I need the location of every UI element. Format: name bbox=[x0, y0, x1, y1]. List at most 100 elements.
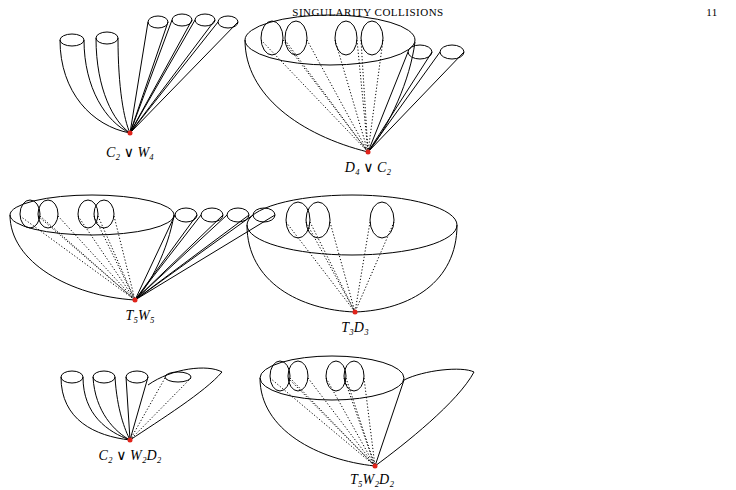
outline bbox=[118, 38, 130, 133]
outline bbox=[375, 369, 474, 466]
outline bbox=[260, 378, 375, 466]
caption: T₅W₂D₂ bbox=[350, 472, 394, 487]
boundary-ellipse bbox=[245, 15, 415, 65]
boundary-ellipse bbox=[96, 32, 118, 44]
dotted-line bbox=[330, 222, 355, 312]
dotted-line bbox=[114, 216, 135, 300]
boundary-ellipse bbox=[247, 195, 457, 255]
outline bbox=[115, 377, 130, 440]
boundary-ellipse bbox=[306, 202, 330, 238]
dotted-line bbox=[20, 216, 135, 300]
outline bbox=[130, 368, 222, 440]
dotted-line bbox=[310, 222, 355, 312]
boundary-ellipse bbox=[218, 16, 238, 28]
caption: T₅W₅ bbox=[125, 308, 154, 323]
outline bbox=[61, 377, 130, 440]
dotted-line bbox=[130, 378, 191, 440]
singular-point bbox=[128, 131, 133, 136]
outline bbox=[135, 215, 175, 300]
dotted-line bbox=[288, 378, 375, 466]
boundary-ellipse bbox=[148, 16, 168, 28]
dotted-line bbox=[326, 378, 375, 466]
dotted-line bbox=[94, 216, 135, 300]
outline bbox=[84, 40, 130, 133]
dotted-line bbox=[364, 378, 375, 466]
dotted-line bbox=[78, 216, 135, 300]
boundary-ellipse bbox=[285, 21, 307, 55]
outline bbox=[245, 40, 368, 152]
dotted-line bbox=[98, 216, 135, 300]
boundary-ellipse bbox=[60, 34, 84, 46]
boundary-ellipse bbox=[93, 371, 115, 383]
boundary-ellipse bbox=[20, 200, 40, 228]
dotted-line bbox=[290, 378, 375, 466]
dotted-line bbox=[308, 378, 375, 466]
dotted-line bbox=[286, 222, 355, 312]
outline bbox=[83, 377, 130, 440]
singular-point bbox=[133, 298, 138, 303]
outline bbox=[130, 22, 218, 133]
boundary-ellipse bbox=[201, 208, 223, 222]
boundary-ellipse bbox=[172, 14, 192, 26]
outline bbox=[96, 38, 130, 133]
boundary-ellipse bbox=[165, 372, 191, 382]
boundary-ellipse bbox=[288, 361, 308, 391]
singular-point bbox=[128, 438, 133, 443]
dotted-line bbox=[306, 222, 355, 312]
dotted-line bbox=[261, 40, 368, 152]
boundary-ellipse bbox=[370, 202, 394, 238]
outline bbox=[247, 225, 457, 312]
dotted-line bbox=[344, 378, 375, 466]
caption: D₄ ∨ C₂ bbox=[345, 160, 391, 175]
outline bbox=[375, 380, 404, 466]
dotted-line bbox=[335, 40, 368, 152]
outline bbox=[135, 215, 253, 300]
outline bbox=[130, 20, 215, 133]
dotted-line bbox=[368, 40, 383, 152]
outline bbox=[135, 215, 201, 300]
dotted-line bbox=[355, 222, 394, 312]
dotted-line bbox=[283, 40, 368, 152]
singular-point bbox=[366, 150, 371, 155]
outline bbox=[126, 377, 130, 440]
dotted-line bbox=[355, 222, 370, 312]
outline bbox=[135, 215, 227, 300]
boundary-ellipse bbox=[344, 361, 364, 391]
boundary-ellipse bbox=[38, 200, 58, 228]
page-number: 11 bbox=[706, 6, 718, 18]
boundary-ellipse bbox=[78, 200, 98, 228]
caption: T₃D₃ bbox=[341, 320, 369, 335]
boundary-ellipse bbox=[440, 45, 464, 59]
outline bbox=[130, 22, 238, 133]
boundary-ellipse bbox=[326, 361, 346, 391]
dotted-line bbox=[361, 40, 368, 152]
singular-point bbox=[373, 464, 378, 469]
outline bbox=[368, 52, 440, 152]
outline bbox=[93, 377, 130, 440]
boundary-ellipse bbox=[260, 356, 404, 400]
outline bbox=[368, 52, 432, 152]
boundary-ellipse bbox=[94, 200, 114, 228]
dotted-line bbox=[357, 40, 368, 152]
caption: C₂ ∨ W₂D₂ bbox=[99, 448, 162, 463]
boundary-ellipse bbox=[126, 371, 148, 383]
boundary-ellipse bbox=[10, 195, 174, 235]
outline bbox=[60, 40, 130, 133]
dotted-line bbox=[58, 216, 135, 300]
dotted-line bbox=[38, 216, 135, 300]
outline bbox=[368, 52, 464, 152]
singular-point bbox=[353, 310, 358, 315]
dotted-line bbox=[285, 40, 368, 152]
dotted-line bbox=[130, 378, 165, 440]
dotted-line bbox=[346, 378, 375, 466]
outline bbox=[368, 52, 408, 152]
outline bbox=[130, 20, 172, 133]
boundary-ellipse bbox=[253, 208, 275, 222]
running-head: SINGULARITY COLLISIONS bbox=[292, 6, 443, 18]
caption: C₂ ∨ W₄ bbox=[106, 145, 154, 160]
boundary-ellipse bbox=[61, 371, 83, 383]
dotted-line bbox=[270, 378, 375, 466]
boundary-ellipse bbox=[361, 21, 383, 55]
boundary-ellipse bbox=[261, 21, 283, 55]
